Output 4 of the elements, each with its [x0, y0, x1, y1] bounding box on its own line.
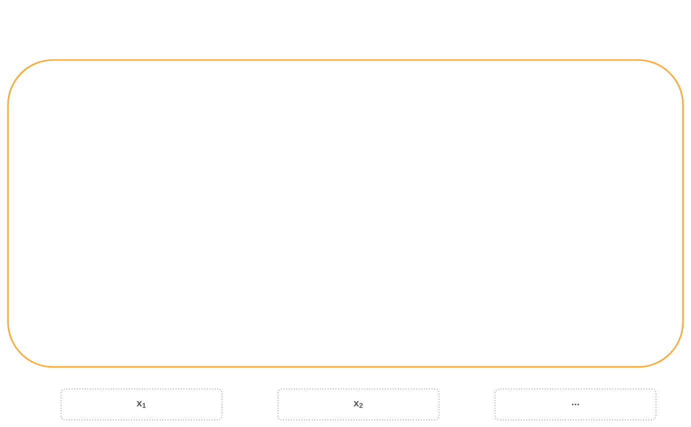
rounded-frame — [7, 59, 684, 368]
input-box: x$_{1}$ — [60, 388, 222, 420]
input-box: x$_{2}$ — [278, 388, 440, 420]
input-box: ... — [494, 388, 656, 420]
